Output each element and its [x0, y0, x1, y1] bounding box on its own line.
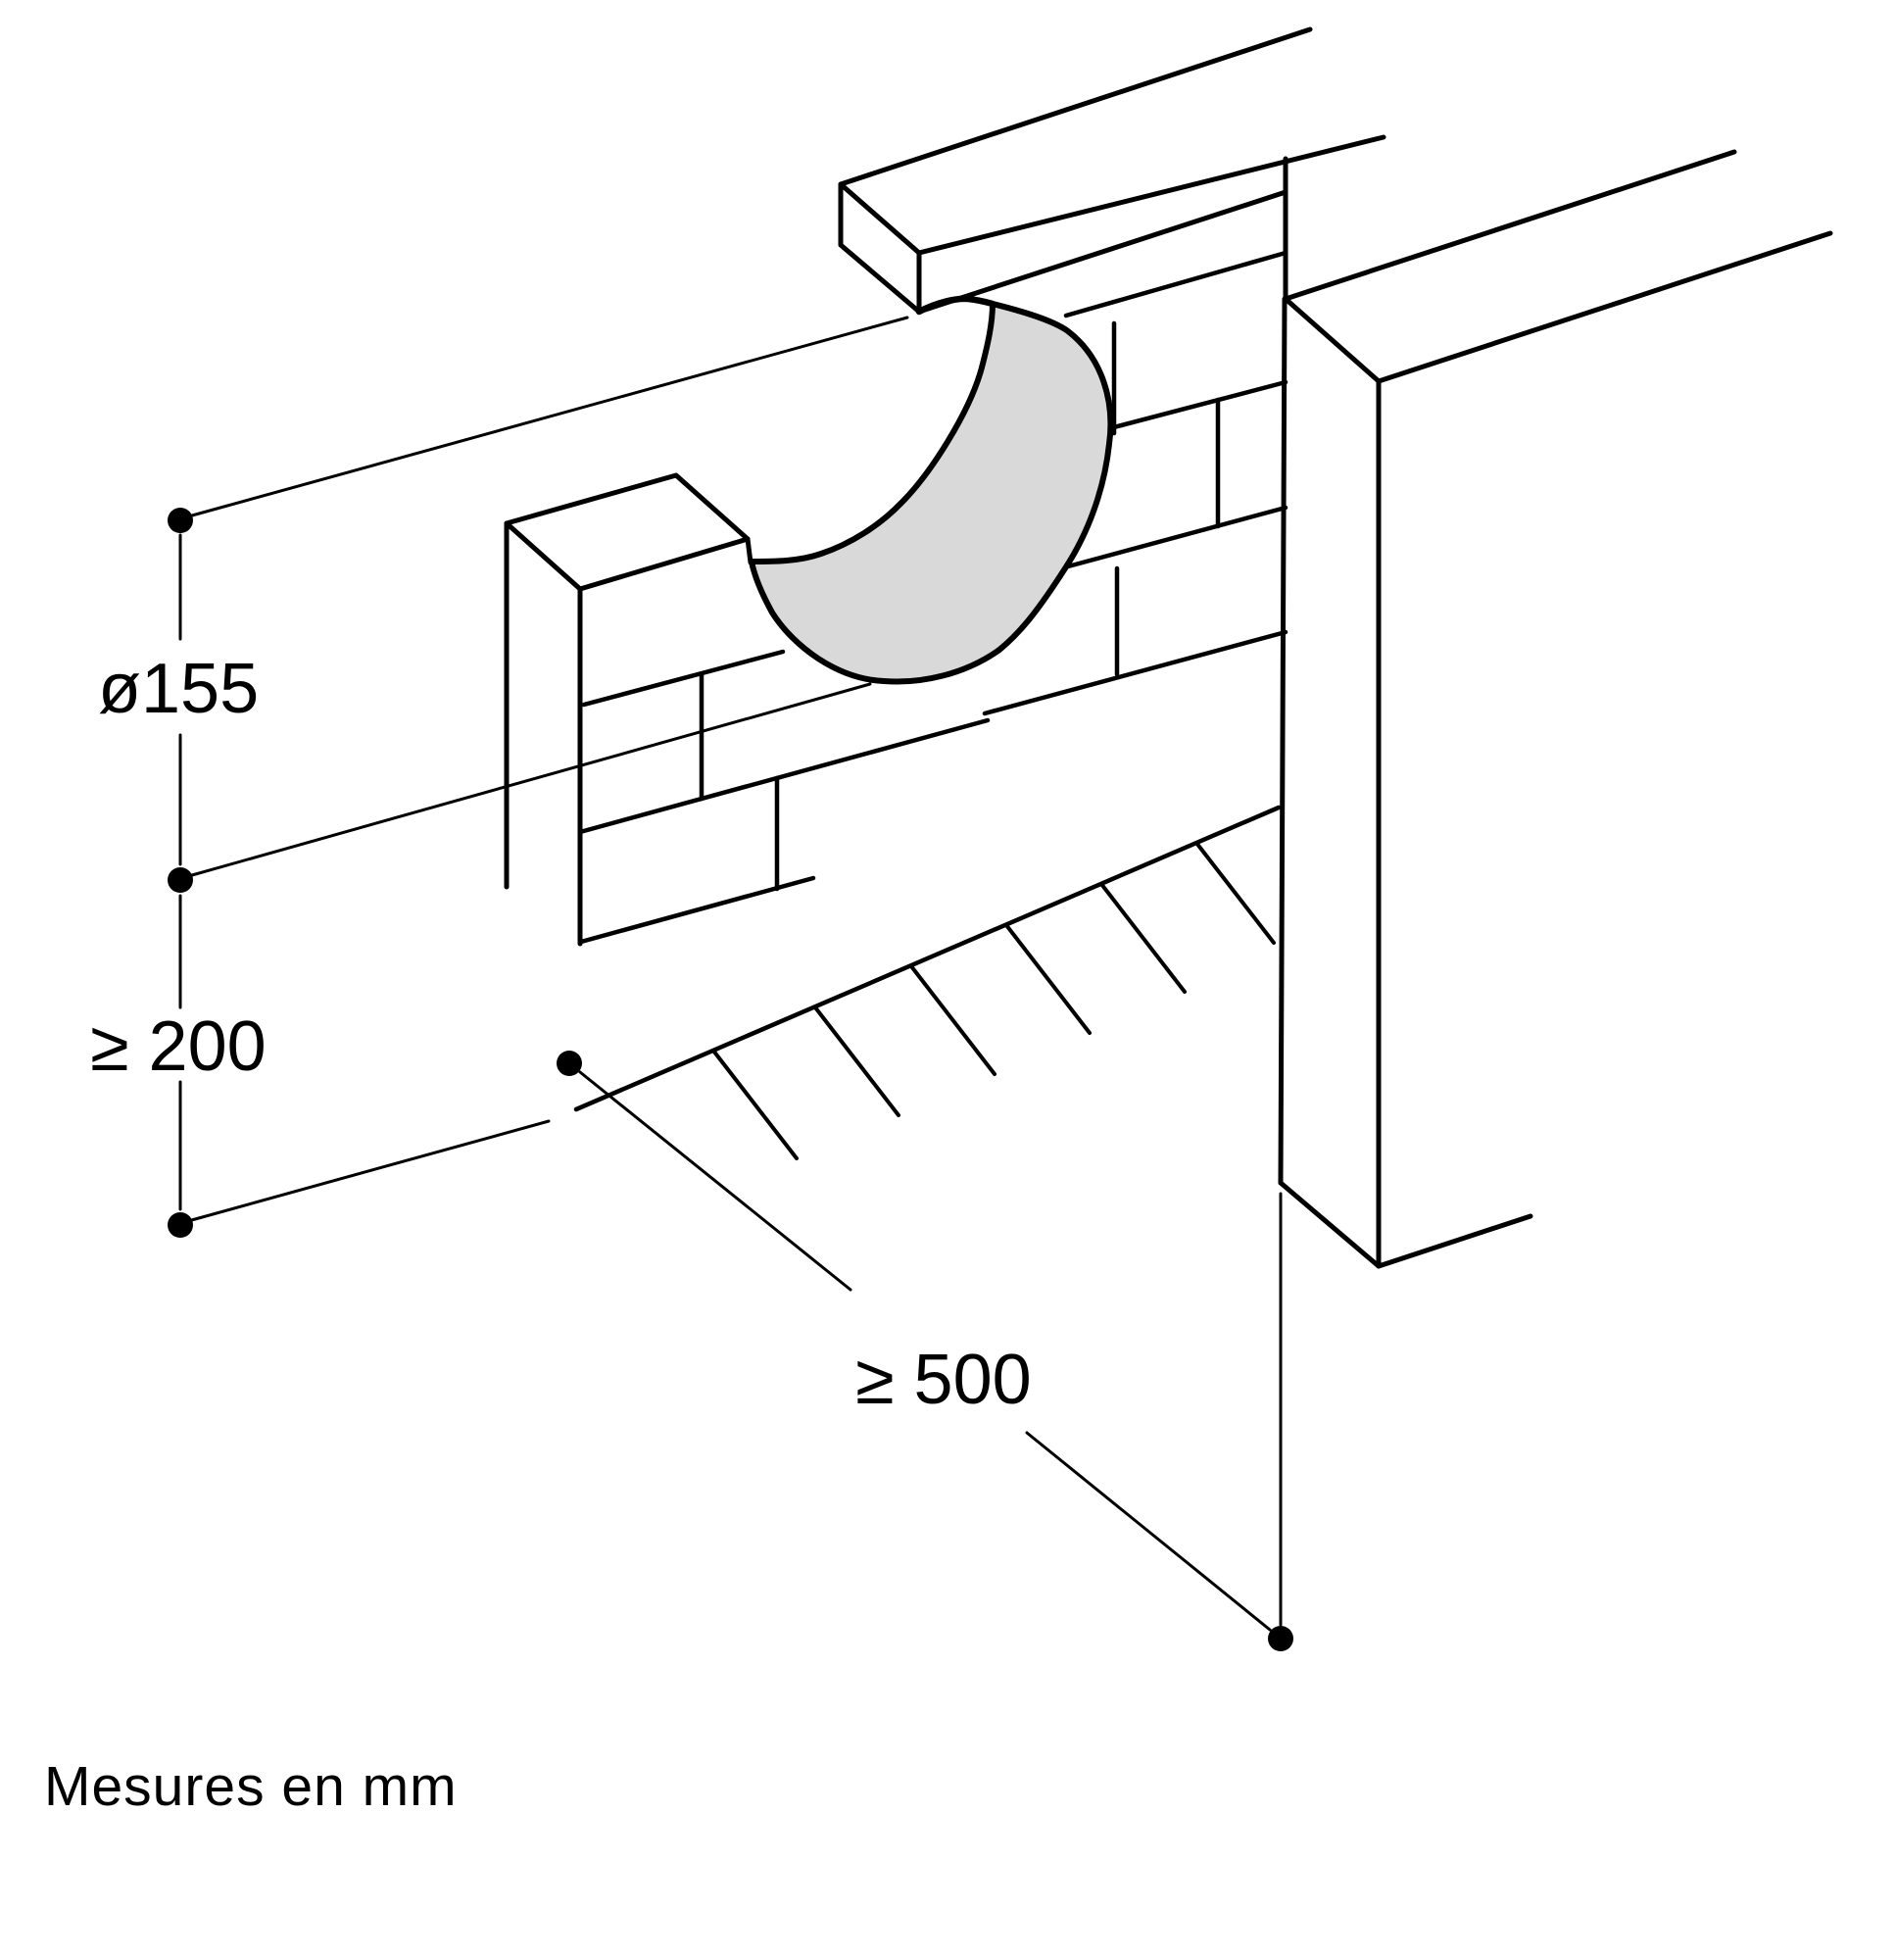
brick-wall: [504, 250, 1288, 947]
floor-line: [573, 805, 1282, 1112]
leader-line-floor: [186, 1119, 551, 1223]
brick-course-line: [982, 629, 1288, 716]
dimension-diameter: ø155: [98, 316, 909, 893]
height-label: ≥ 200: [90, 1007, 267, 1086]
beam-left-end: [838, 181, 922, 315]
dimension-point: [557, 1051, 582, 1076]
beam-front-bottom-edge: [916, 189, 1288, 315]
dimension-point: [1268, 1626, 1293, 1651]
panel-left-edge: [1278, 296, 1288, 1186]
panel-bottom-end-edge: [1278, 1180, 1382, 1269]
hatch-stroke: [909, 964, 996, 1076]
brick-course-line: [578, 875, 816, 945]
dimension-line: [1025, 1431, 1272, 1632]
hatch-stroke: [1099, 882, 1187, 994]
cabinet-panel: [1278, 149, 1833, 1269]
panel-top-end-edge: [1283, 296, 1382, 384]
bore-inner-surface: [749, 301, 1114, 685]
distance-label: ≥ 500: [855, 1341, 1032, 1419]
lintel-beam: [838, 26, 1386, 315]
panel-front-bottom-edge: [1376, 1213, 1533, 1269]
brick-course-line: [1107, 379, 1288, 431]
block-corner-edge: [745, 536, 753, 565]
brick-course-line: [577, 717, 991, 835]
hatch-stroke: [1004, 923, 1092, 1035]
dimension-point: [168, 1212, 193, 1238]
panel-front-top-edge: [1376, 230, 1833, 384]
beam-front-top-edge: [916, 134, 1386, 256]
brick-block-top-face: [504, 472, 751, 592]
hatch-stroke: [711, 1049, 799, 1160]
wall-opening: [749, 295, 1114, 685]
dimension-depth: ≥ 500: [557, 1051, 1293, 1651]
leader-line-top: [190, 316, 909, 517]
panel-top-back-edge: [1283, 149, 1737, 302]
dimension-point: [168, 867, 193, 893]
diameter-label: ø155: [98, 650, 259, 728]
beam-top-back-edge: [838, 26, 1313, 187]
units-note: Mesures en mm: [44, 1755, 458, 1818]
brick-course-line: [581, 649, 786, 708]
floor-hatching: [573, 805, 1282, 1160]
brick-course-line: [1065, 505, 1288, 569]
leader-line-bottom: [190, 682, 872, 877]
hatch-stroke: [813, 1005, 900, 1117]
dimension-line: [578, 1070, 852, 1292]
dimension-point: [168, 508, 193, 533]
hatch-stroke: [1194, 841, 1276, 945]
brick-course-line: [1063, 250, 1288, 318]
opening-front-rim: [915, 295, 996, 316]
dimension-height: ≥ 200: [90, 894, 551, 1238]
